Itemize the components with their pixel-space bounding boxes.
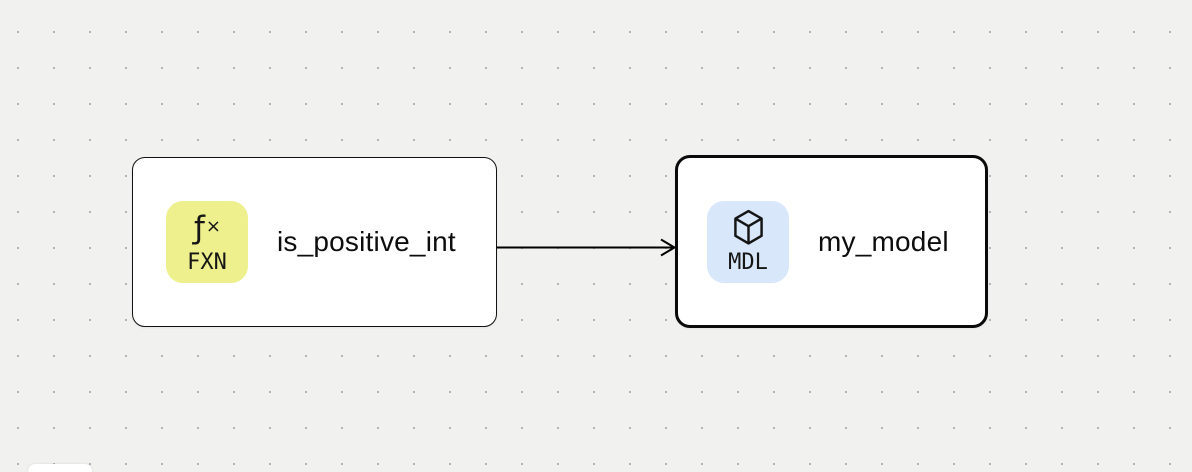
fx-glyph-f: ƒ [193, 209, 205, 246]
node-function[interactable]: ƒ× FXN is_positive_int [132, 157, 497, 327]
function-icon: ƒ× [193, 207, 221, 249]
model-badge-tag: MDL [728, 249, 768, 275]
cube-icon [730, 207, 767, 249]
function-badge: ƒ× FXN [166, 201, 248, 283]
node-label: is_positive_int [277, 226, 456, 257]
bottom-left-panel[interactable] [28, 464, 92, 472]
edge-function-to-model[interactable] [497, 238, 677, 257]
function-badge-tag: FXN [187, 250, 227, 275]
model-badge: MDL [707, 200, 789, 283]
node-model[interactable]: MDL my_model [675, 155, 988, 328]
fx-glyph-x: × [205, 216, 221, 237]
node-label: my_model [818, 225, 949, 257]
